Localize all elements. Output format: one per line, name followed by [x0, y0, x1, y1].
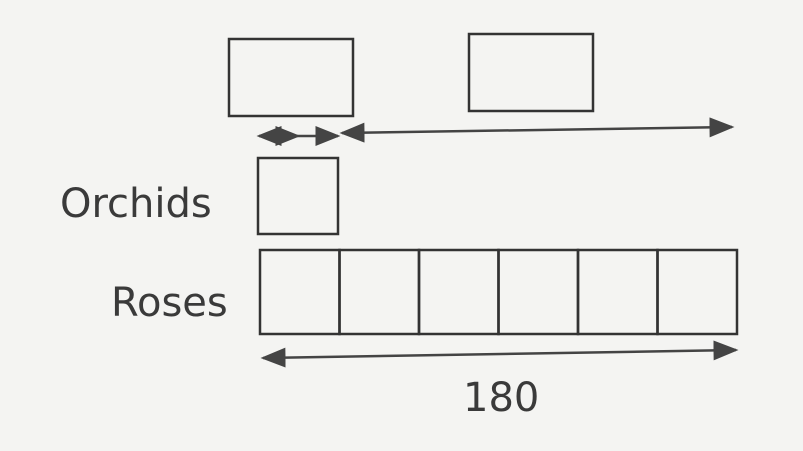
- roses-label: Roses: [111, 280, 228, 326]
- roses-bar: [258, 248, 739, 336]
- total-label: 180: [463, 375, 540, 421]
- total-double-arrow: [260, 340, 739, 368]
- orchids-label: Orchids: [60, 181, 212, 227]
- top-right-box: [467, 32, 595, 113]
- roses-unit-5: [576, 248, 659, 336]
- roses-unit-3: [417, 248, 500, 336]
- long-double-arrow: [339, 117, 735, 143]
- roses-unit-4: [497, 248, 580, 336]
- roses-unit-2: [338, 248, 421, 336]
- roses-unit-1: [258, 248, 341, 336]
- orchids-bar: [256, 156, 340, 236]
- roses-unit-6: [656, 248, 739, 336]
- top-left-box: [227, 37, 355, 118]
